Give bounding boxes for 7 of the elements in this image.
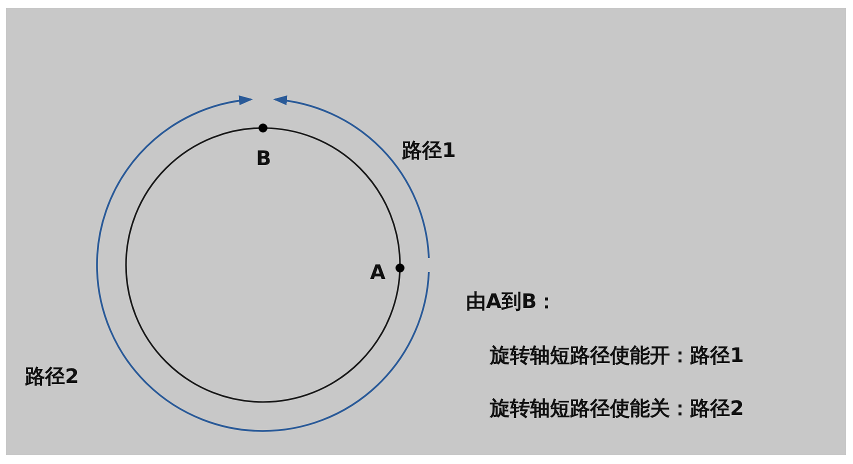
point-label: B: [256, 148, 272, 168]
point-label: A: [370, 262, 386, 282]
path-label: 路径2: [25, 366, 79, 386]
note-text: 由A到B：: [466, 291, 557, 311]
note-text: 旋转轴短路径使能关：路径2: [490, 398, 744, 418]
note-text: 旋转轴短路径使能开：路径1: [490, 345, 744, 365]
path-label: 路径1: [402, 140, 456, 160]
